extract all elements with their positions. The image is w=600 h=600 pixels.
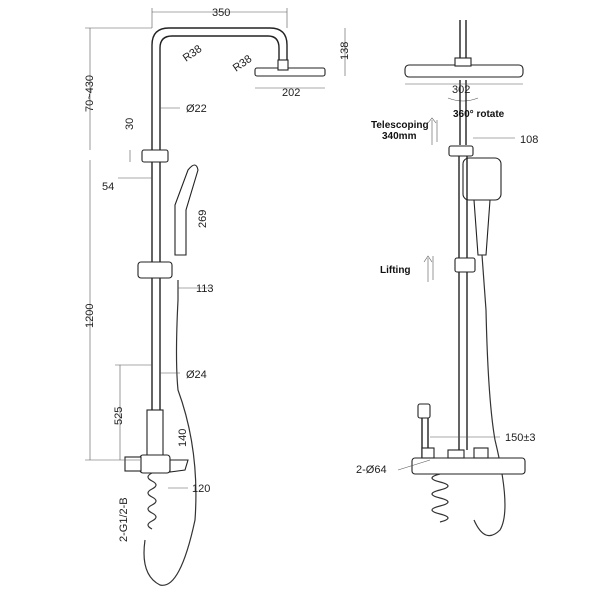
dim-spout-140: 140 [177, 429, 189, 447]
inlet-connector [124, 456, 142, 472]
head-arm-connector [277, 59, 289, 71]
bidet-spray [417, 403, 431, 419]
right-holder [448, 145, 474, 157]
dim-hand-269: 269 [197, 210, 209, 228]
rotate-arrow [447, 97, 479, 102]
dim-width-top: 350 [212, 7, 230, 19]
dim-head-width: 202 [282, 87, 300, 99]
right-view: 302 360° rotate Telescoping 340mm 108 Li… [356, 20, 538, 537]
telescoping-arrow [427, 117, 438, 145]
shower-hose [143, 280, 197, 586]
dim-150: 150±3 [505, 432, 536, 444]
riser-pipe [151, 27, 288, 460]
coil-spring [147, 472, 157, 530]
head-connector [454, 57, 472, 67]
mixer-spout [169, 459, 189, 473]
dim-mixer-525: 525 [113, 407, 125, 425]
dim-2-64: 2-Ø64 [356, 464, 387, 476]
mixer-valve-body [146, 409, 164, 461]
right-slider [454, 257, 476, 273]
dim-pipe-dia-low: Ø24 [186, 369, 207, 381]
hand-shower [174, 164, 199, 256]
dim-slider-113: 113 [196, 283, 214, 295]
overhead-shower-head [254, 67, 326, 77]
wall-holder-bracket [141, 149, 169, 163]
dim-head-302: 302 [452, 84, 470, 96]
dim-pipe-dia-top: Ø22 [186, 103, 207, 115]
dim-holder-54: 54 [102, 181, 114, 193]
dim-holder-30: 30 [124, 118, 136, 130]
mixer-shelf [411, 457, 526, 475]
rotate-label: 360° rotate [453, 109, 505, 120]
lifting-label: Lifting [380, 265, 411, 276]
telescoping-value: 340mm [382, 131, 417, 142]
riser-pipe-inner [159, 35, 280, 460]
lifting-arrow [423, 255, 434, 282]
dim-total-1200: 1200 [84, 304, 96, 328]
left-view: 350 70~430 R38 R38 138 202 Ø22 30 54 269… [84, 7, 351, 586]
height-slider [137, 261, 173, 279]
dim-inlet-120: 120 [192, 483, 210, 495]
dim-radius-2: R38 [231, 53, 254, 74]
dim-height-range: 70~430 [84, 75, 96, 112]
overhead-head-front [404, 64, 524, 78]
dim-head-height: 138 [339, 42, 351, 60]
square-hand-shower [462, 157, 502, 201]
dim-radius-1: R38 [181, 43, 204, 64]
dim-108: 108 [520, 134, 538, 146]
dim-inlet-thread: 2-G1/2-B [118, 497, 130, 542]
telescoping-label: Telescoping [371, 120, 429, 131]
right-coil [431, 473, 449, 523]
mixer-bottom [139, 454, 171, 474]
